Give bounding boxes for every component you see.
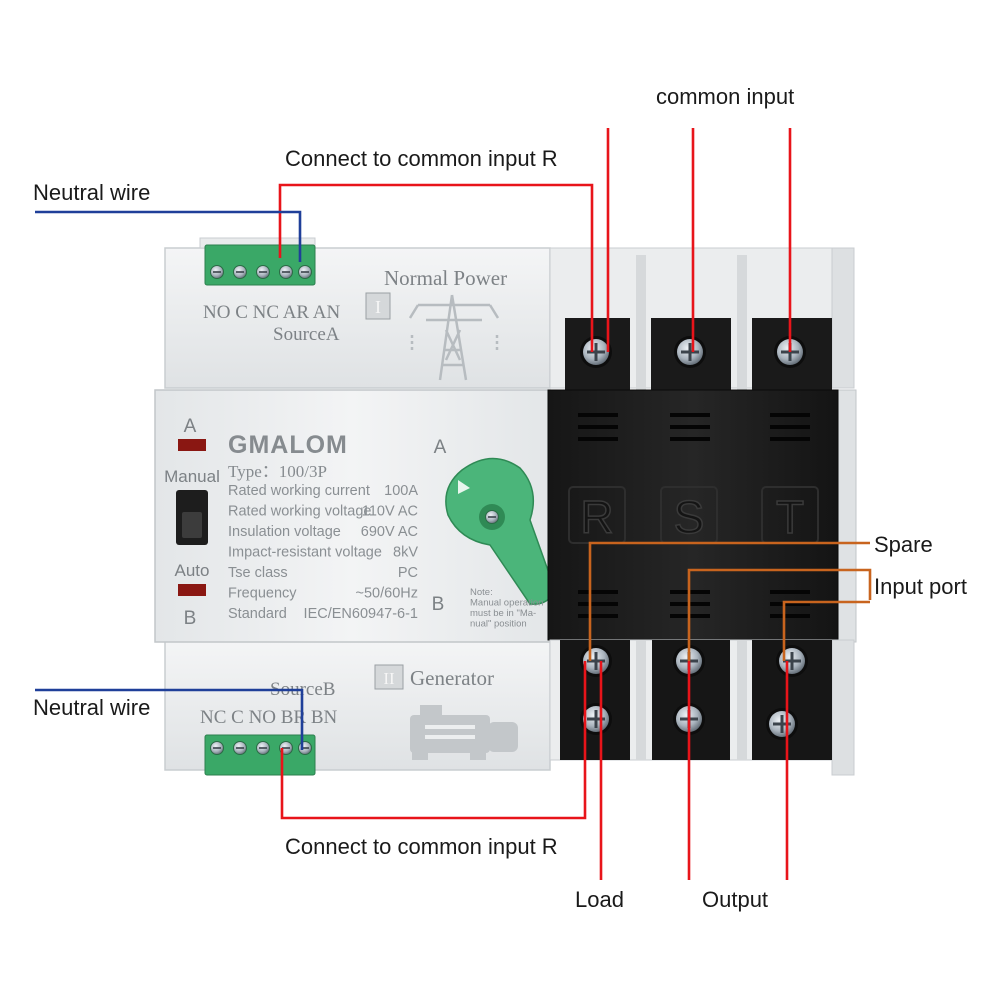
spec-table: Rated working current 100A Rated working v… xyxy=(228,483,418,622)
source-a-module: NO C NC AR AN SourceA I Normal Power xyxy=(164,237,551,389)
vent-slot xyxy=(578,614,618,618)
source-a-name: SourceA xyxy=(273,324,340,345)
neutral-wire-bottom xyxy=(35,688,304,750)
blue-wires xyxy=(35,210,304,750)
source-a-terminal-labels: NO C NC AR AN xyxy=(203,302,341,323)
vent-slot xyxy=(670,425,710,429)
type-label: Type：100/3P xyxy=(228,462,327,481)
bottom-phase-terminals xyxy=(549,639,855,776)
callout-neutral-wire-top: Neutral wire xyxy=(33,180,151,205)
vent-slot xyxy=(770,413,810,417)
spec-label: Standard xyxy=(228,606,287,622)
generator-icon xyxy=(410,705,518,760)
source-a-title: Normal Power xyxy=(384,266,507,290)
source-a-roman: I xyxy=(375,297,381,317)
input-port-wire-t xyxy=(782,600,870,661)
callout-input-port: Input port xyxy=(874,574,967,599)
red-wires xyxy=(278,128,792,880)
spec-value: ~50/60Hz xyxy=(356,586,418,602)
callout-common-input: common input xyxy=(656,84,795,109)
source-b-terminal-labels: NC C NO BR BN xyxy=(200,707,338,728)
spec-label: Rated working voltage xyxy=(228,504,371,520)
indicator-a-lamp xyxy=(178,439,206,451)
knob-b-label: B xyxy=(432,594,445,615)
spec-value: PC xyxy=(398,565,418,581)
terminal-block-b xyxy=(204,734,316,776)
spec-label: Frequency xyxy=(228,586,297,602)
auto-label: Auto xyxy=(175,561,210,580)
knob-a-label: A xyxy=(434,437,447,458)
note-line: Note: xyxy=(470,587,493,598)
note-line: Manual operation xyxy=(470,598,543,609)
spec-value: 690V AC xyxy=(361,524,418,540)
phase-block: R S T xyxy=(547,389,839,641)
spec-label: Rated working current xyxy=(228,483,370,499)
source-b-roman: II xyxy=(383,669,395,688)
source-b-title: Generator xyxy=(410,666,494,690)
orange-wires xyxy=(588,541,872,661)
vent-slot xyxy=(670,437,710,441)
manual-label: Manual xyxy=(164,467,220,486)
vent-slot xyxy=(578,602,618,606)
callout-load: Load xyxy=(575,887,624,912)
vent-slot xyxy=(578,413,618,417)
vent-slot xyxy=(578,590,618,594)
brand-name: GMALOM xyxy=(228,431,348,459)
connect-common-r-bottom-wire xyxy=(280,661,587,820)
indicator-b-lamp xyxy=(178,584,206,596)
spec-label: Insulation voltage xyxy=(228,524,341,540)
indicator-b-label: B xyxy=(184,608,197,629)
source-b-module: NC C NO BR BN SourceB II Generator xyxy=(164,639,551,776)
neutral-wire-top xyxy=(35,210,302,262)
spec-value: 110V AC xyxy=(362,504,418,520)
callout-neutral-wire-bottom: Neutral wire xyxy=(33,695,151,720)
top-phase-terminals xyxy=(549,247,855,390)
indicator-a-label: A xyxy=(184,416,197,437)
input-port-wire-s xyxy=(687,568,872,661)
spec-label: Tse class xyxy=(228,565,288,581)
spare-wire xyxy=(588,541,870,661)
vent-slot xyxy=(770,614,810,618)
phase-letter: T xyxy=(776,491,804,543)
spec-value: 8kV xyxy=(393,545,418,561)
spec-value: IEC/EN60947-6-1 xyxy=(304,606,418,622)
connect-common-r-top-wire xyxy=(278,183,594,352)
rotary-knob[interactable] xyxy=(445,457,556,605)
phase-letter: R xyxy=(580,491,613,543)
vent-slot xyxy=(770,590,810,594)
spec-value: 100A xyxy=(384,483,418,499)
vent-slot xyxy=(770,425,810,429)
note-line: nual" position xyxy=(470,619,527,630)
spec-label: Impact-resistant voltage xyxy=(228,545,382,561)
pylon-icon xyxy=(408,294,500,381)
callout-spare: Spare xyxy=(874,532,933,557)
note-line: must be in "Ma- xyxy=(470,608,536,619)
callout-connect-common-r-bottom: Connect to common input R xyxy=(285,834,558,859)
vent-slot xyxy=(770,437,810,441)
vent-slot xyxy=(770,602,810,606)
vent-slot xyxy=(578,425,618,429)
callout-connect-common-r-top: Connect to common input R xyxy=(285,146,558,171)
vent-slot xyxy=(670,413,710,417)
phase-letter: S xyxy=(674,491,705,543)
vent-slot xyxy=(578,437,618,441)
callout-output: Output xyxy=(702,887,769,912)
terminal-block-a xyxy=(204,244,316,286)
